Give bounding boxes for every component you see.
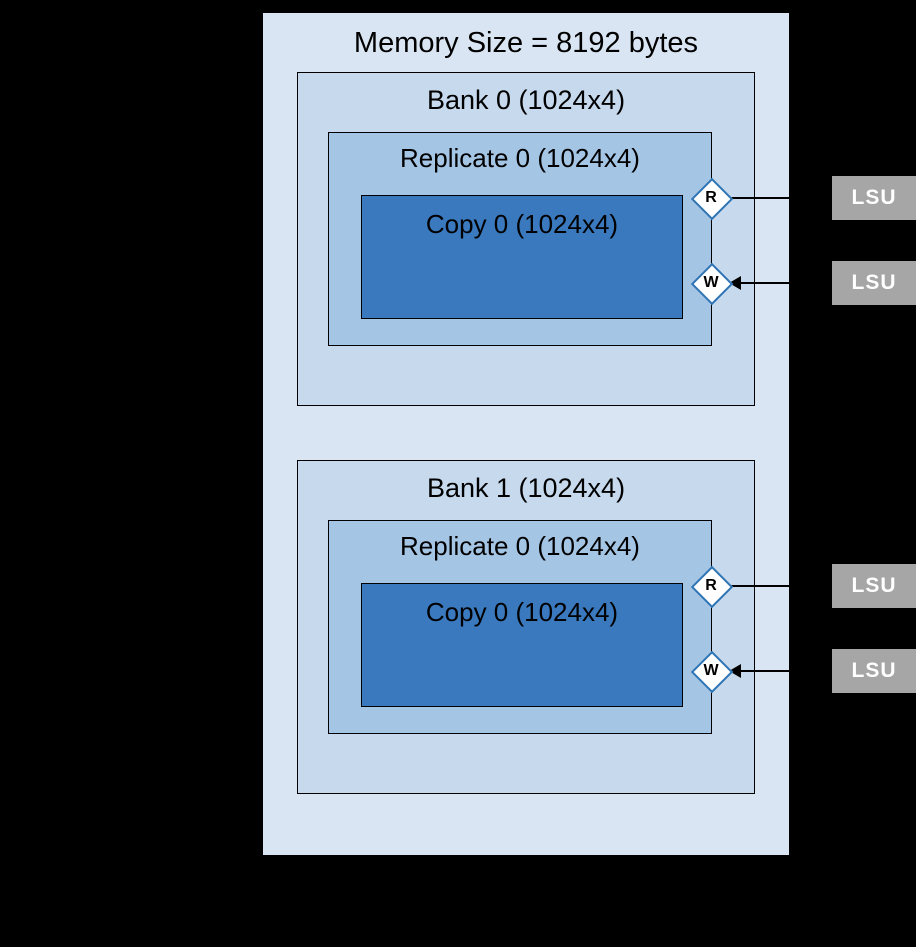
- memory-box: Memory Size = 8192 bytes Bank 0 (1024x4)…: [262, 12, 790, 856]
- lsu-label: LSU: [851, 659, 897, 682]
- read-port-label: R: [705, 577, 717, 594]
- lsu-label: LSU: [851, 574, 897, 597]
- bank-0-read-arrow: [729, 197, 830, 199]
- bank-0-read-lsu-box: LSU: [832, 176, 916, 220]
- bank-1-read-lsu-box: LSU: [832, 564, 916, 608]
- bank-1-copy-title: Copy 0 (1024x4): [425, 597, 619, 627]
- bank-0-copy-title: Copy 0 (1024x4): [425, 209, 619, 239]
- arrowhead-right-icon: [820, 579, 832, 593]
- bank-0-write-lsu-box: LSU: [832, 261, 916, 305]
- bank-1-read-port-diamond: R: [690, 565, 734, 609]
- arrowhead-left-icon: [729, 664, 741, 678]
- lsu-label: LSU: [851, 271, 897, 294]
- memory-title: Memory Size = 8192 bytes: [353, 27, 699, 59]
- write-port-label: W: [703, 274, 719, 291]
- write-port-label: W: [703, 662, 719, 679]
- bank-0-read-port-diamond: R: [690, 177, 734, 221]
- bank-1-title: Bank 1 (1024x4): [426, 473, 626, 503]
- bank-1-write-lsu-box: LSU: [832, 649, 916, 693]
- bank-1-replicate-title: Replicate 0 (1024x4): [400, 531, 640, 561]
- bank-0-replicate-box: Replicate 0 (1024x4) Copy 0 (1024x4): [328, 132, 712, 346]
- bank-0-write-port-diamond: W: [690, 262, 734, 306]
- bank-1-replicate-box: Replicate 0 (1024x4) Copy 0 (1024x4): [328, 520, 712, 734]
- bank-1-write-arrow: [740, 670, 832, 672]
- bank-0-replicate-title: Replicate 0 (1024x4): [400, 143, 640, 173]
- bank-0-copy-box: Copy 0 (1024x4): [361, 195, 683, 319]
- bank-1-box: Bank 1 (1024x4) Replicate 0 (1024x4) Cop…: [297, 460, 755, 794]
- lsu-label: LSU: [851, 186, 897, 209]
- bank-0-title: Bank 0 (1024x4): [426, 85, 626, 115]
- read-port-label: R: [705, 189, 717, 206]
- bank-1-write-port-diamond: W: [690, 650, 734, 694]
- bank-0-box: Bank 0 (1024x4) Replicate 0 (1024x4) Cop…: [297, 72, 755, 406]
- arrowhead-left-icon: [729, 276, 741, 290]
- bank-1-read-arrow: [729, 585, 830, 587]
- bank-0-write-arrow: [740, 282, 832, 284]
- bank-1-copy-box: Copy 0 (1024x4): [361, 583, 683, 707]
- arrowhead-right-icon: [820, 191, 832, 205]
